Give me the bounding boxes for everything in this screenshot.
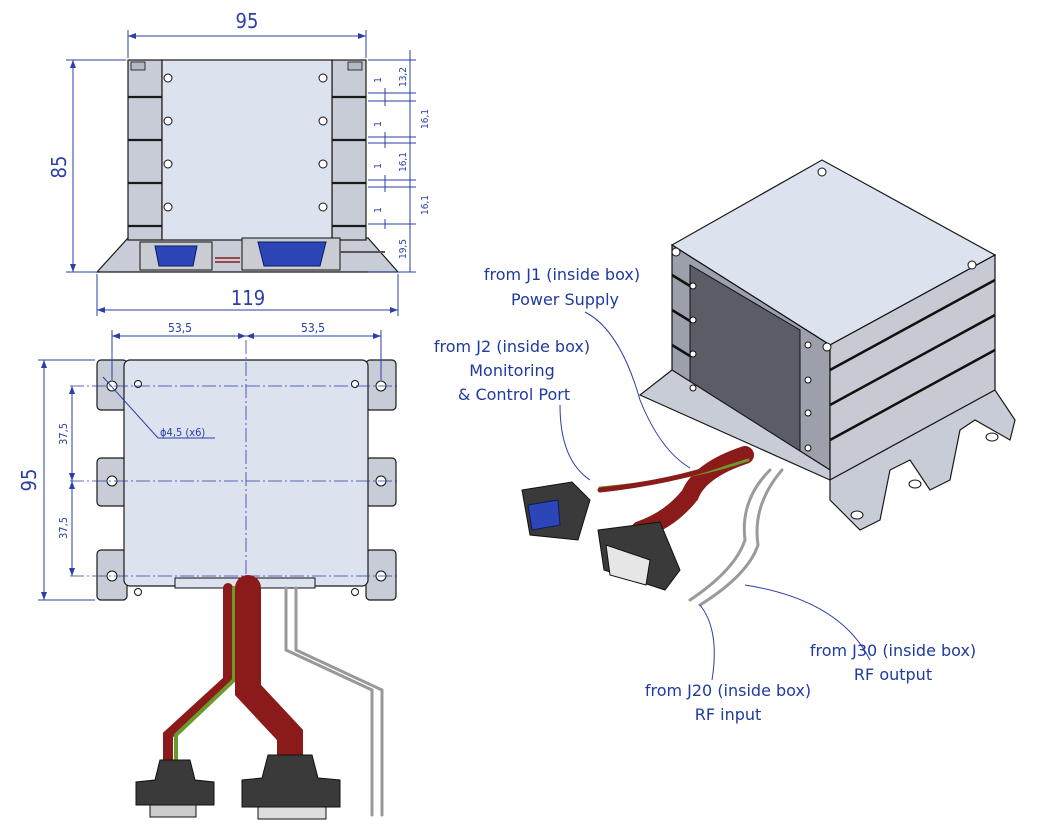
top-view-depth-dim: 95 bbox=[17, 469, 41, 492]
callout-j20-line2: RF input bbox=[695, 705, 762, 724]
isometric-db15-face bbox=[605, 544, 651, 586]
callout-j1-line2: Power Supply bbox=[511, 290, 619, 309]
isometric-db9-face bbox=[527, 499, 561, 531]
front-view-width-top-dim: 95 bbox=[236, 9, 259, 33]
top-view-db9-plug bbox=[135, 759, 215, 806]
top-view-hole-pitch-lower-dim: 37,5 bbox=[57, 517, 70, 539]
front-view-db9-connector bbox=[154, 245, 198, 267]
callout-j2-line2: Monitoring bbox=[469, 361, 555, 380]
gap-dim-4: 1 bbox=[373, 207, 384, 213]
top-view-db15-plug bbox=[241, 754, 341, 808]
front-view-height-dim: 85 bbox=[47, 156, 71, 179]
callout-j1-line1: from J1 (inside box) bbox=[484, 265, 640, 284]
top-view-hole-pitch-upper-dim: 37,5 bbox=[57, 423, 70, 445]
gap-dim-1: 1 bbox=[373, 77, 384, 83]
front-view-right-fins bbox=[331, 59, 367, 241]
gap-dim-3: 1 bbox=[373, 163, 384, 169]
front-view-left-fins bbox=[127, 59, 163, 241]
stack-dim-2: 16,1 bbox=[420, 109, 431, 129]
isometric-view bbox=[521, 159, 1016, 681]
front-view: 95 85 119 1 1 bbox=[47, 9, 431, 316]
stack-dim-5: 19,5 bbox=[398, 239, 409, 259]
stack-dim-4: 16,1 bbox=[420, 195, 431, 215]
top-view: 53,5 53,5 95 37,5 37,5 ϕ4,5 (x6) bbox=[17, 321, 400, 820]
callouts: from J1 (inside box) Power Supply from J… bbox=[434, 265, 976, 724]
stack-dim-3: 16,1 bbox=[398, 152, 409, 172]
callout-j30-line1: from J30 (inside box) bbox=[810, 641, 976, 660]
stack-dim-1: 13,2 bbox=[398, 67, 409, 87]
front-view-width-bottom-dim: 119 bbox=[231, 286, 265, 310]
front-view-cover-plate bbox=[161, 59, 333, 241]
callout-j2-line3: & Control Port bbox=[458, 385, 570, 404]
front-view-db15-connector bbox=[257, 241, 327, 267]
gap-dim-2: 1 bbox=[373, 121, 384, 127]
callout-j30-line2: RF output bbox=[854, 665, 932, 684]
top-view-half-width-right-dim: 53,5 bbox=[301, 321, 325, 335]
callout-j2-line1: from J2 (inside box) bbox=[434, 337, 590, 356]
hole-callout: ϕ4,5 (x6) bbox=[160, 426, 205, 439]
callout-j20-line1: from J20 (inside box) bbox=[645, 681, 811, 700]
top-view-half-width-left-dim: 53,5 bbox=[168, 321, 192, 335]
